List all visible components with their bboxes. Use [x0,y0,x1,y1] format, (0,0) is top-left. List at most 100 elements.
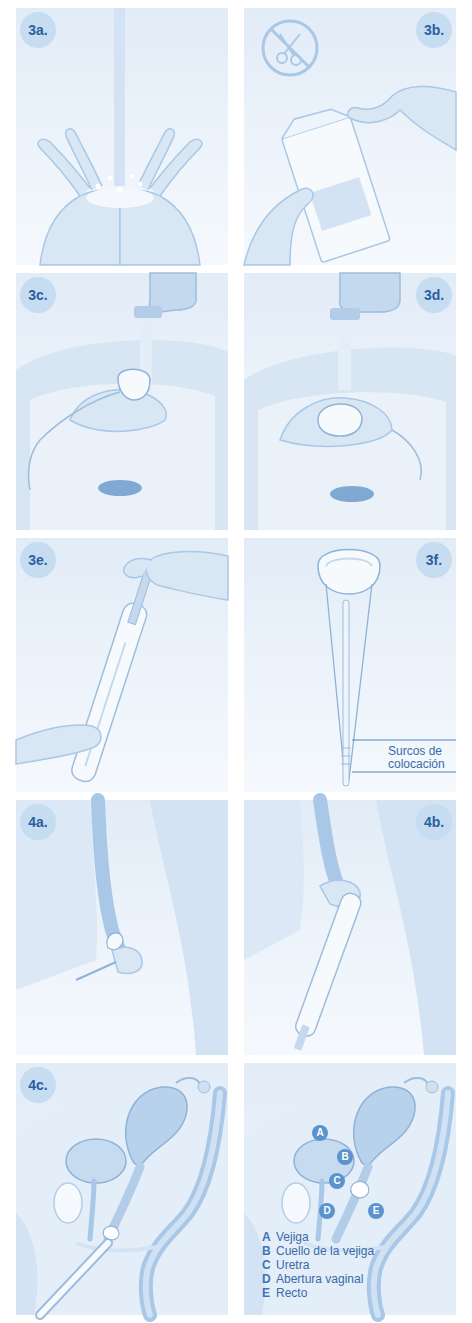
device-applicator-illustration-part [341,764,351,765]
open-package-illustration-part [277,53,287,63]
device-applicator-illustration-part [318,550,380,595]
rinse-device-illustration-part [98,480,142,496]
open-package-illustration-part [244,188,313,265]
callout-letter-text: D [323,1206,330,1216]
panel-backgrounds-part [16,800,228,1055]
callout-letter: D [319,1203,335,1219]
legend-letter: B [262,1245,271,1258]
insertion-pose-illustration-part [150,800,228,1055]
panel-backgrounds-part [16,1063,228,1315]
legend-letter: D [262,1273,271,1286]
callout-letter: B [337,1149,353,1165]
rinse-hands-illustration-part [280,398,392,447]
step-badge: 3b. [416,12,452,48]
rinse-device-illustration-part [134,306,162,318]
step-badge-text: 3a. [28,23,47,37]
applicator-illustration-part [124,558,152,577]
panel-backgrounds [16,8,456,1315]
callout-letter-text: E [373,1206,380,1216]
anatomy-section-illustration-part [103,1226,119,1240]
step-badge: 3f. [416,542,452,578]
step-badge-text: 4c. [28,1078,47,1092]
hand-wash-illustration-part [66,129,102,190]
callout-letter-text: A [316,1128,323,1138]
device-applicator-illustration-part [326,559,372,567]
anatomy-labelled-illustration-part [351,1181,369,1197]
step-badge: 3d. [416,277,452,313]
legend-text: Cuello de la vejiga [276,1245,374,1258]
applicator-illustration-part [146,552,228,600]
device-applicator-illustration-part [326,584,345,780]
rinse-device-illustration-part [118,369,150,400]
panel-backgrounds-part [16,8,228,265]
rinse-hands-illustration-part [318,404,362,436]
device-applicator-illustration-part [341,748,351,749]
insertion-pose-illustration-part [107,933,123,950]
anatomy-section-illustration [16,1075,228,1315]
anatomy-section-illustration-part [40,1243,108,1315]
step-badge-text: 4b. [424,815,444,829]
callout-letter: C [329,1173,345,1189]
rinse-hands-illustration [244,273,456,530]
insertion-pose-illustration-part [112,947,142,973]
rinse-hands-illustration-part [258,392,446,530]
insertion-applicator-illustration [244,800,456,1055]
device-applicator-illustration-part [343,600,349,786]
open-package-illustration-part-part [310,177,372,231]
insertion-pose-illustration-part [76,962,116,980]
legend-letter: C [262,1259,271,1272]
insertion-applicator-illustration-part [320,800,340,890]
insertion-applicator-illustration-part [288,891,363,1053]
applicator-illustration-part [16,725,101,764]
insertion-applicator-illustration-part [244,800,304,960]
rinse-hands-illustration-part [392,430,421,480]
step-badge-circle [20,1067,56,1103]
panel-backgrounds-part [16,538,228,792]
legend-letter: E [262,1287,270,1300]
hand-wash-illustration-part [130,174,134,178]
open-package-illustration-part-part [277,102,350,139]
step-badge-circle [416,277,452,313]
applicator-illustration-part-part [69,601,149,784]
step-badge-text: 3f. [426,553,442,567]
step-badge-circle [416,804,452,840]
hand-wash-illustration-part [138,129,174,190]
step-badge-text: 3e. [28,553,47,567]
legend-letter: A [262,1231,271,1244]
callout-letter-circle [312,1125,328,1141]
callout-letter: E [368,1203,384,1219]
hand-wash-illustration-part [117,187,123,193]
step-badge: 4c. [20,1067,56,1103]
step-badge-circle [20,12,56,48]
insertion-pose-illustration-part [16,800,97,990]
open-package-illustration-part [277,102,390,262]
callout-letter-circle [329,1173,345,1189]
callout-letter-text: B [341,1152,348,1162]
device-applicator-illustration-part [349,584,372,780]
part-label: Surcos de colocación [388,745,458,770]
open-package-illustration-part [271,29,309,67]
anatomy-labelled-illustration-part [244,1075,456,1315]
panel-backgrounds-part [244,1063,456,1315]
device-applicator-illustration-part [352,740,456,741]
anatomy-section-illustration-part [16,1075,228,1315]
open-package-illustration-part [348,86,456,150]
step-badge-circle [416,12,452,48]
panel-backgrounds-part [16,273,228,530]
rinse-hands-illustration-part [338,320,351,390]
rinse-hands-illustration-part [330,486,374,502]
hand-wash-illustration-part [114,8,125,186]
insertion-pose-illustration [16,800,228,1055]
step-badge-text: 3b. [424,23,444,37]
hand-wash-illustration-part [138,182,143,187]
step-badge-text: 4a. [28,815,47,829]
step-badge-circle [20,277,56,313]
hand-wash-illustration-part [86,188,154,208]
rinse-device-illustration [16,273,228,530]
insertion-pose-illustration-part [98,800,128,966]
legend-text: Vejiga [276,1231,309,1244]
device-applicator-illustration-part [341,756,351,757]
open-package-illustration-part [263,21,317,75]
